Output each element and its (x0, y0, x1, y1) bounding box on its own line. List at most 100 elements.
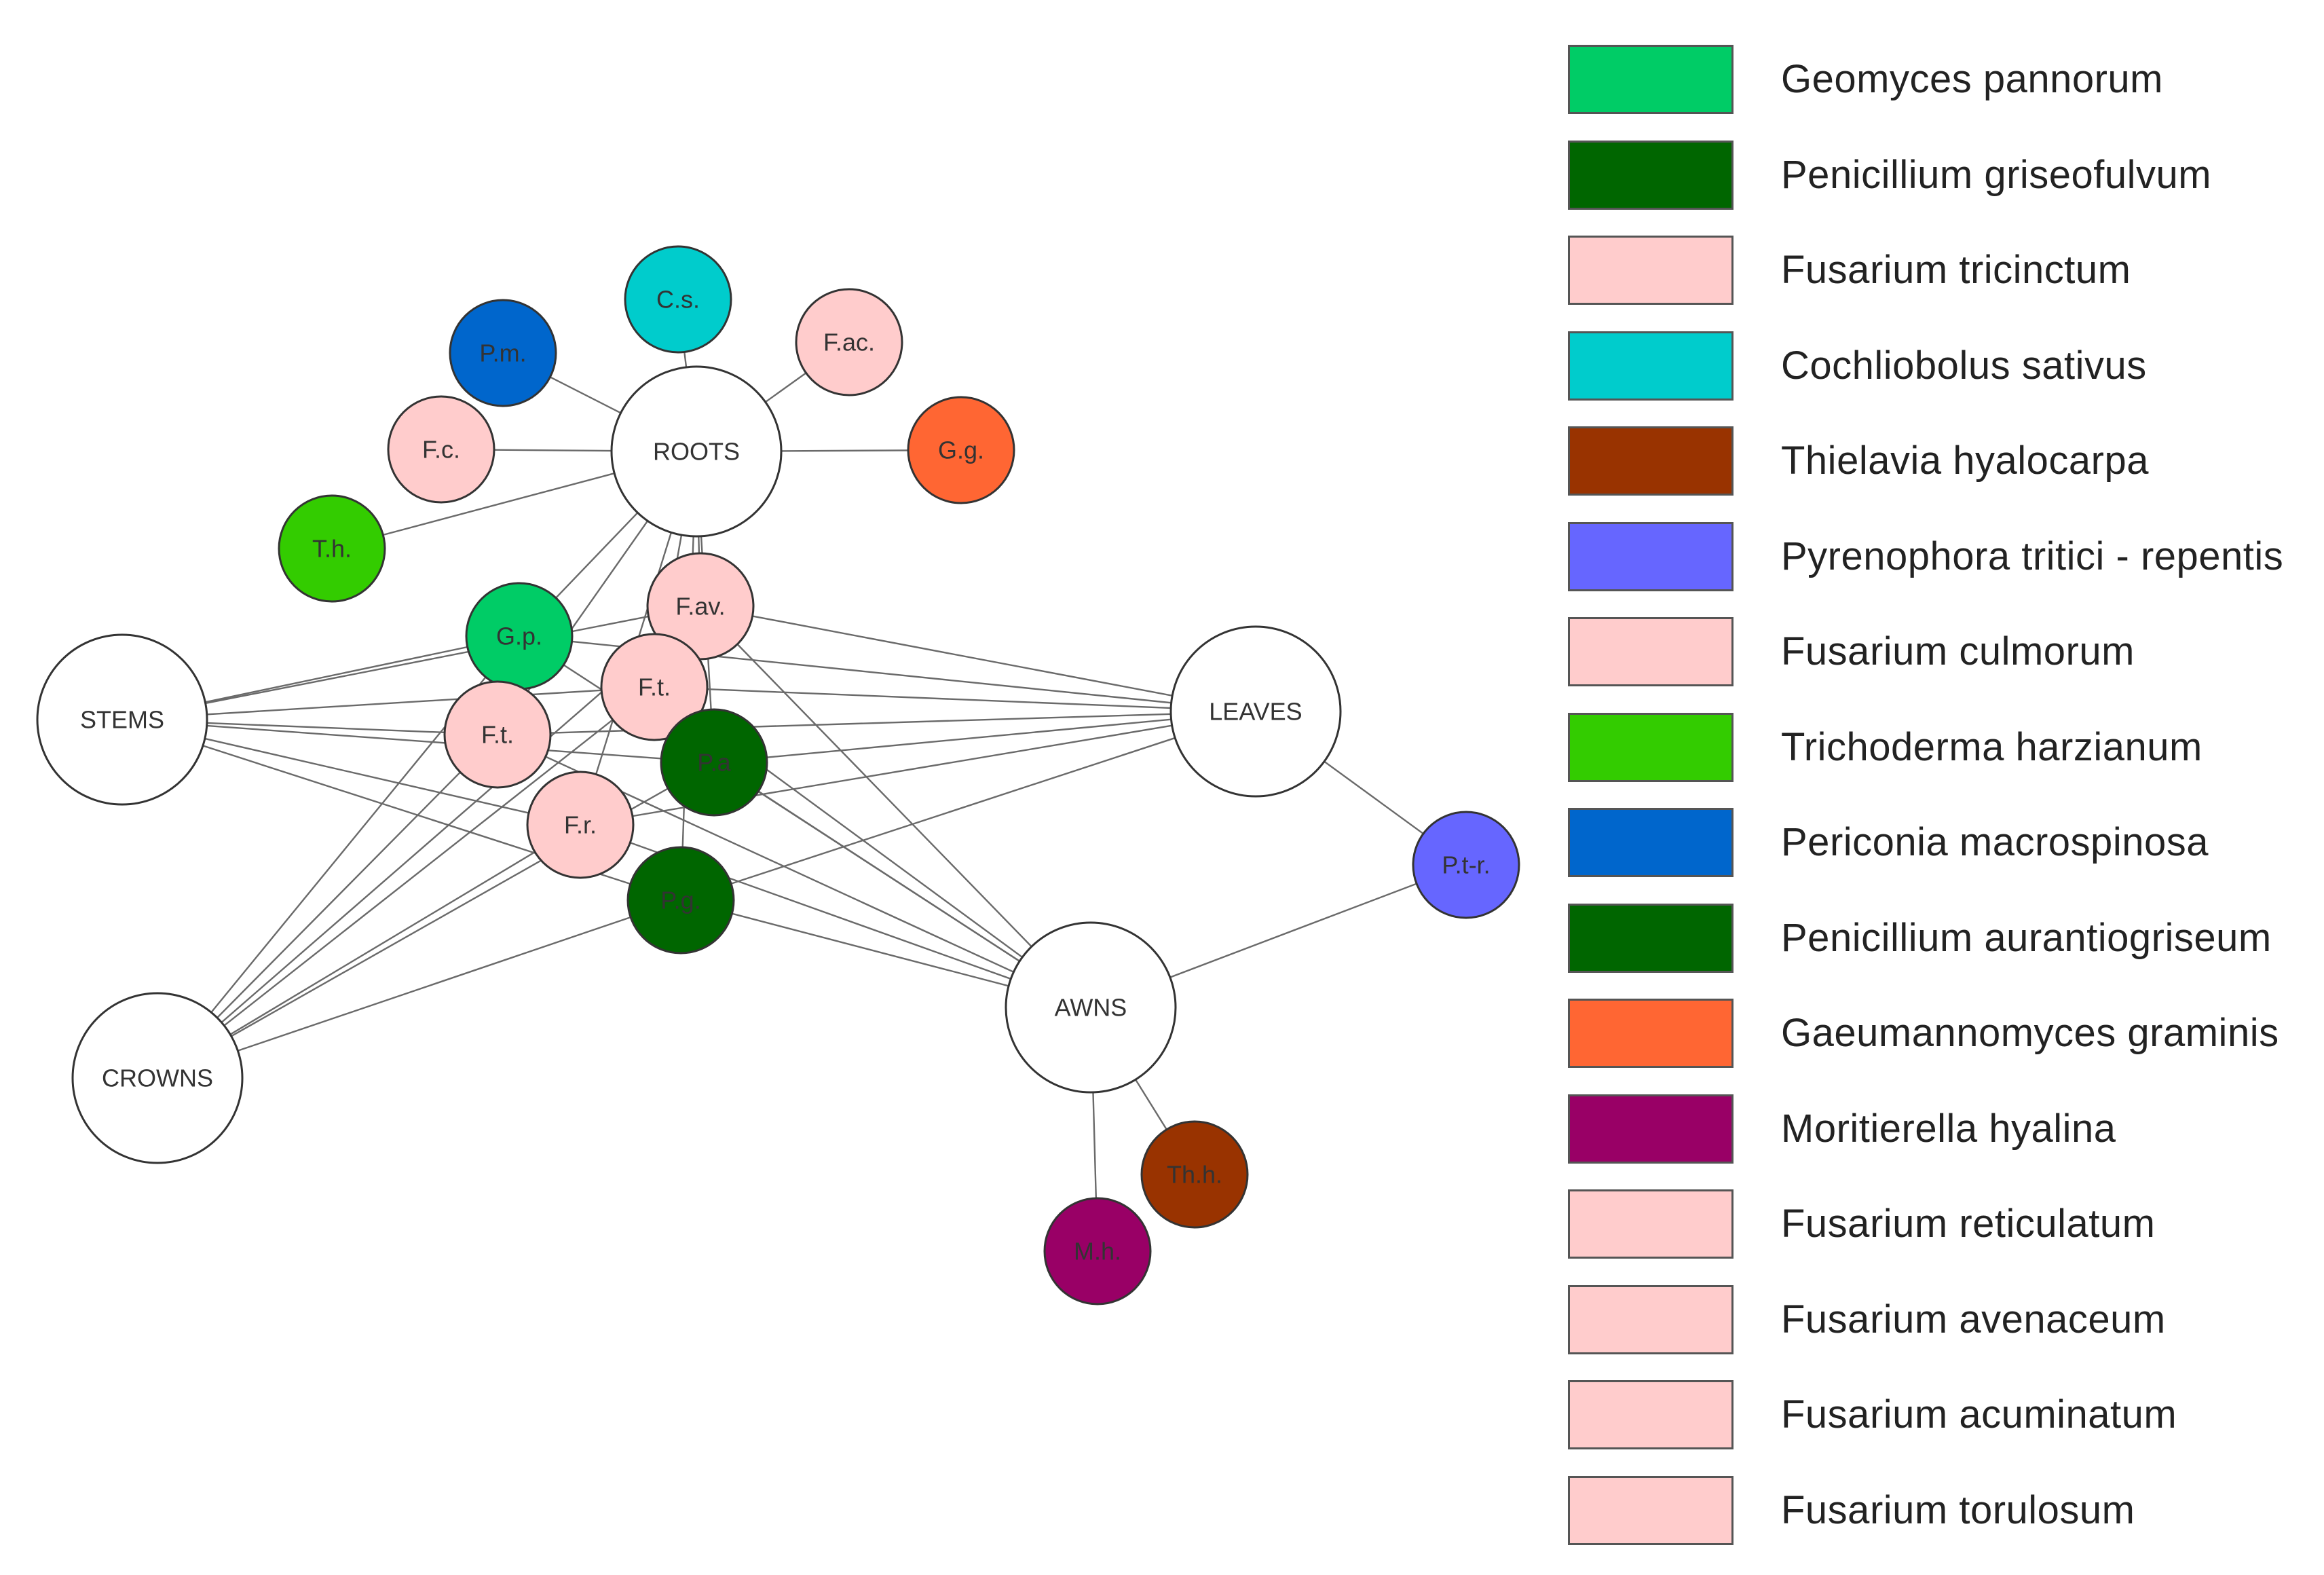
edge-awns-fav (700, 606, 1091, 1008)
organ-label: CROWNS (102, 1064, 213, 1092)
legend-label: Fusarium avenaceum (1781, 1297, 2166, 1341)
edge-stems-pa (121, 718, 715, 764)
fungus-circle (278, 494, 386, 603)
fungus-circle (795, 288, 903, 396)
fungus-circle (449, 299, 557, 407)
fungus-node-ptr: P.t-r. (1412, 811, 1520, 919)
legend-label: Gaeumannomyces graminis (1781, 1011, 2279, 1055)
legend-swatch (1568, 1189, 1733, 1259)
legend-label: Penicillium aurantiogriseum (1781, 915, 2272, 960)
network-nodes: C.s. P.m. F.ac. F.c. G.g. T.h. F.av. G.p. F.t. F.… (36, 245, 1520, 1305)
legend-label: Fusarium reticulatum (1781, 1202, 2156, 1246)
legend-item: Geomyces pannorum (1561, 41, 2314, 136)
fungus-node-pg: P.g. (626, 846, 735, 955)
fungus-node-fc: F.c. (387, 395, 495, 504)
fungus-label: Th.h. (1167, 1161, 1222, 1189)
legend-swatch (1568, 426, 1733, 496)
organ-circle (71, 992, 244, 1164)
fungus-circle (624, 245, 732, 354)
edge-stems-fav (121, 605, 701, 721)
fungus-node-pa: P.a (660, 708, 768, 817)
fungus-circle (1140, 1120, 1249, 1229)
fungus-circle (1043, 1197, 1152, 1305)
legend-swatch (1568, 331, 1733, 401)
fungus-node-fac: F.ac. (795, 288, 903, 396)
organ-circle (1005, 921, 1177, 1094)
edge-leaves-fav (700, 605, 1256, 713)
legend-label: Fusarium acuminatum (1781, 1392, 2177, 1437)
fungus-node-thh: Th.h. (1140, 1120, 1249, 1229)
legend-label: Cochliobolus sativus (1781, 343, 2147, 388)
organ-label: STEMS (80, 706, 164, 734)
fungus-node-fr: F.r. (526, 771, 635, 879)
legend-swatch (1568, 712, 1733, 782)
legend-item: Thielavia hyalocarpa (1561, 422, 2314, 518)
legend-item: Fusarium torulosum (1561, 1472, 2314, 1568)
edge-leaves-ft1 (654, 686, 1256, 713)
legend-label: Thielavia hyalocarpa (1781, 439, 2149, 483)
fungus-label: F.t. (481, 721, 514, 749)
organ-label: AWNS (1055, 994, 1127, 1022)
legend-swatch (1568, 1094, 1733, 1164)
legend-label: Periconia macrospinosa (1781, 820, 2209, 864)
legend-swatch (1568, 617, 1733, 686)
fungus-label: F.c. (422, 436, 460, 464)
fungus-label: G.g. (938, 437, 984, 464)
fungus-label: F.r. (564, 811, 597, 839)
organ-node-leaves: LEAVES (1169, 625, 1342, 798)
legend-item: Fusarium acuminatum (1561, 1376, 2314, 1472)
fungus-label: P.t-r. (1442, 851, 1490, 879)
legend-item: Penicillium aurantiogriseum (1561, 900, 2314, 995)
fungus-circle (387, 395, 495, 504)
organ-label: ROOTS (653, 438, 740, 466)
fungus-node-fav: F.av. (646, 552, 755, 661)
legend-swatch (1568, 903, 1733, 973)
legend-item: Fusarium reticulatum (1561, 1185, 2314, 1281)
legend-label: Pyrenophora tritici - repentis (1781, 534, 2284, 578)
legend-label: Fusarium torulosum (1781, 1487, 2135, 1532)
legend-label: Moritierella hyalina (1781, 1106, 2116, 1151)
legend-swatch (1568, 1475, 1733, 1545)
legend-item: Cochliobolus sativus (1561, 327, 2314, 423)
fungus-label: P.a (697, 749, 731, 777)
legend-item: Fusarium culmorum (1561, 613, 2314, 709)
fungus-node-mh: M.h. (1043, 1197, 1152, 1305)
fungus-node-th: T.h. (278, 494, 386, 603)
edge-leaves-pg (680, 710, 1256, 902)
legend-label: Fusarium culmorum (1781, 629, 2135, 673)
legend-label: Trichoderma harzianum (1781, 724, 2203, 769)
legend-item: Gaeumannomyces graminis (1561, 995, 2314, 1090)
fungus-circle (626, 846, 735, 955)
fungus-label: P.g. (660, 887, 700, 914)
legend-item: Moritierella hyalina (1561, 1090, 2314, 1186)
organ-node-roots: ROOTS (610, 365, 783, 538)
edge-stems-ft1 (121, 686, 655, 721)
fungus-label: F.av. (675, 593, 725, 620)
organ-node-awns: AWNS (1005, 921, 1177, 1094)
fungus-label: C.s. (656, 286, 700, 314)
fungus-label: F.ac. (823, 329, 875, 356)
fungus-label: T.h. (312, 535, 352, 563)
legend-swatch (1568, 140, 1733, 210)
fungus-circle (443, 680, 552, 789)
legend-swatch (1568, 999, 1733, 1068)
fungus-label: P.m. (479, 339, 526, 367)
fungus-node-pm: P.m. (449, 299, 557, 407)
edge-crowns-ft1 (157, 686, 655, 1079)
legend-label: Geomyces pannorum (1781, 57, 2163, 101)
legend-item: Fusarium tricinctum (1561, 231, 2314, 327)
legend-swatch (1568, 521, 1733, 591)
legend-swatch (1568, 808, 1733, 877)
organ-circle (36, 633, 208, 806)
legend-item: Periconia macrospinosa (1561, 804, 2314, 900)
edge-leaves-pa (713, 710, 1256, 764)
fungus-label: G.p. (496, 623, 542, 650)
legend-label: Fusarium tricinctum (1781, 248, 2131, 292)
fungus-label: M.h. (1074, 1238, 1121, 1265)
edge-crowns-pg (157, 899, 681, 1079)
fungus-circle (660, 708, 768, 817)
organ-circle (1169, 625, 1342, 798)
fungus-node-ft2: F.t. (443, 680, 552, 789)
organ-node-crowns: CROWNS (71, 992, 244, 1164)
